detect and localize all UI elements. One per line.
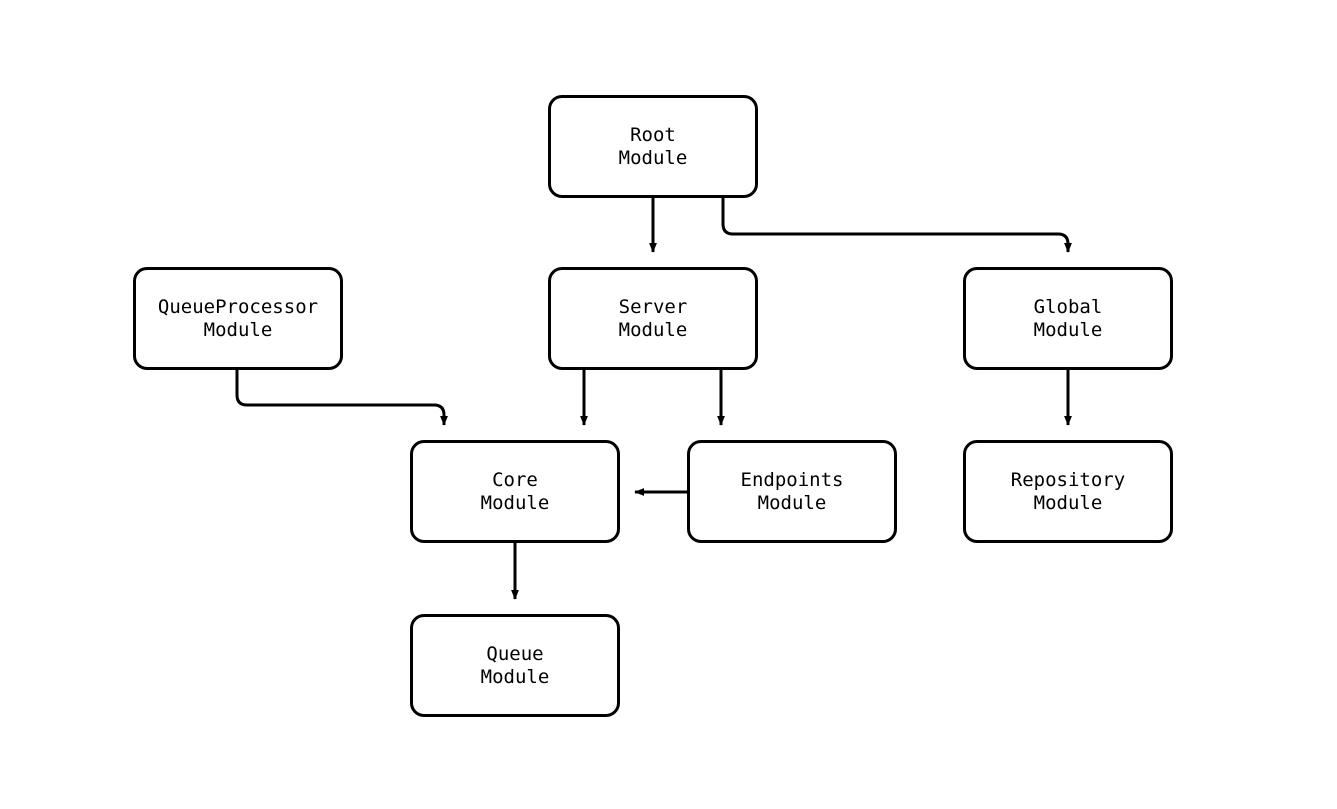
node-core-module-label-line2: Module <box>480 491 550 514</box>
node-core-module-label-line1: Core <box>492 468 538 491</box>
node-root-module-label-line1: Root <box>630 123 676 146</box>
edge-root-global <box>721 198 1072 253</box>
node-queueprocessor-module[interactable]: QueueProcessor Module <box>133 267 343 370</box>
node-repository-module-label-line1: Repository <box>1010 468 1126 491</box>
node-global-module[interactable]: Global Module <box>963 267 1173 370</box>
node-server-module-label-line2: Module <box>618 318 688 341</box>
node-queueprocessor-module-label-line1: QueueProcessor <box>157 295 319 318</box>
node-queue-module[interactable]: Queue Module <box>410 614 620 717</box>
node-queueprocessor-module-label-line2: Module <box>203 318 273 341</box>
node-repository-module-label-line2: Module <box>1033 491 1103 514</box>
node-global-module-label-line2: Module <box>1033 318 1103 341</box>
node-queue-module-label-line2: Module <box>480 665 550 688</box>
node-global-module-label-line1: Global <box>1033 295 1103 318</box>
node-server-module[interactable]: Server Module <box>548 267 758 370</box>
node-endpoints-module-label-line2: Module <box>757 491 827 514</box>
node-server-module-label-line1: Server <box>618 295 688 318</box>
edge-queueprocessor-core <box>235 370 448 426</box>
node-core-module[interactable]: Core Module <box>410 440 620 543</box>
node-endpoints-module[interactable]: Endpoints Module <box>687 440 897 543</box>
node-endpoints-module-label-line1: Endpoints <box>740 468 844 491</box>
node-root-module[interactable]: Root Module <box>548 95 758 198</box>
node-queue-module-label-line1: Queue <box>486 642 544 665</box>
node-root-module-label-line2: Module <box>618 146 688 169</box>
node-repository-module[interactable]: Repository Module <box>963 440 1173 543</box>
